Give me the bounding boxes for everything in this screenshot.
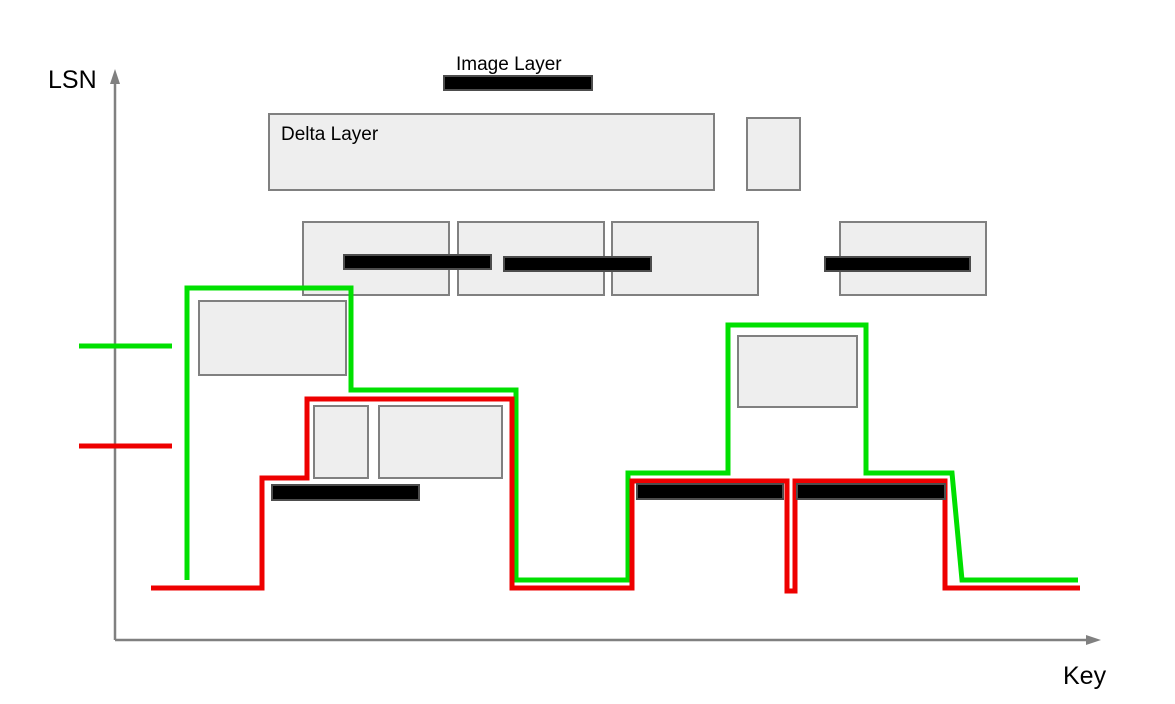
image-bar-row2-far-right	[824, 256, 971, 272]
red-lsn-step-line	[151, 396, 1080, 594]
delta-layer-box-main	[268, 113, 715, 191]
x-axis-arrowhead	[1086, 635, 1101, 645]
x-axis-label: Key	[1063, 662, 1107, 690]
image-bar-mid-low	[271, 484, 420, 501]
image-bar-bottom-left	[636, 483, 784, 500]
y-axis-arrowhead	[110, 69, 120, 84]
image-bar-bottom-right	[796, 483, 946, 500]
delta-box-left-mid	[198, 300, 347, 376]
x-axis	[115, 635, 1101, 645]
image-layer-label: Image Layer	[456, 54, 562, 75]
image-bar-top-callout	[443, 75, 593, 91]
delta-box-mid-wide	[378, 405, 503, 479]
delta-layer-box-right-small	[746, 117, 801, 191]
delta-box-mid-narrow	[313, 405, 369, 479]
image-bar-row2-right	[503, 256, 652, 272]
image-bar-row2-left	[343, 254, 492, 270]
green-lsn-step-line	[184, 285, 1078, 583]
y-axis	[110, 69, 120, 640]
y-axis-label: LSN	[48, 66, 97, 94]
delta-layer-label: Delta Layer	[281, 124, 379, 145]
delta-box-right-mid	[737, 335, 858, 408]
